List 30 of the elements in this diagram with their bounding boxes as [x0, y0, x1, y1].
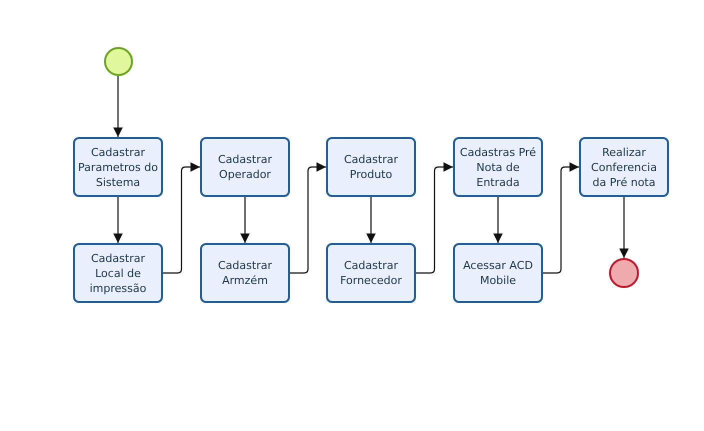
- task-label: Cadastrar Parametros do Sistema: [77, 144, 159, 190]
- task-box: [73, 137, 163, 197]
- task-label: Cadastrar Operador: [217, 152, 273, 182]
- arrow: [543, 162, 579, 274]
- task-label: Cadastras Pré Nota de Entrada: [458, 144, 538, 190]
- task-box: [326, 243, 416, 303]
- task-box: [200, 243, 290, 303]
- arrow: [113, 76, 123, 137]
- task-box: [73, 243, 163, 303]
- task-box: [453, 137, 543, 197]
- arrow: [163, 162, 200, 274]
- arrow: [366, 197, 376, 243]
- task-box: [326, 137, 416, 197]
- task-label: Acessar ACD Mobile: [462, 258, 534, 288]
- start-event-circle: [104, 47, 133, 76]
- task-box: [200, 137, 290, 197]
- arrow: [240, 197, 250, 243]
- task-label: Cadastrar Produto: [343, 152, 399, 182]
- task-label: Cadastrar Armzém: [217, 258, 273, 288]
- arrow: [416, 162, 453, 274]
- arrow: [619, 197, 629, 258]
- task-box: [453, 243, 543, 303]
- arrow: [493, 197, 503, 243]
- end-event-circle: [609, 258, 639, 288]
- arrow: [113, 197, 123, 243]
- task-label: Realizar Conferencia da Pré nota: [590, 144, 658, 190]
- task-box: [579, 137, 669, 197]
- task-label: Cadastrar Local de impressão: [88, 250, 148, 296]
- task-label: Cadastrar Fornecedor: [339, 258, 403, 288]
- arrow: [290, 162, 326, 274]
